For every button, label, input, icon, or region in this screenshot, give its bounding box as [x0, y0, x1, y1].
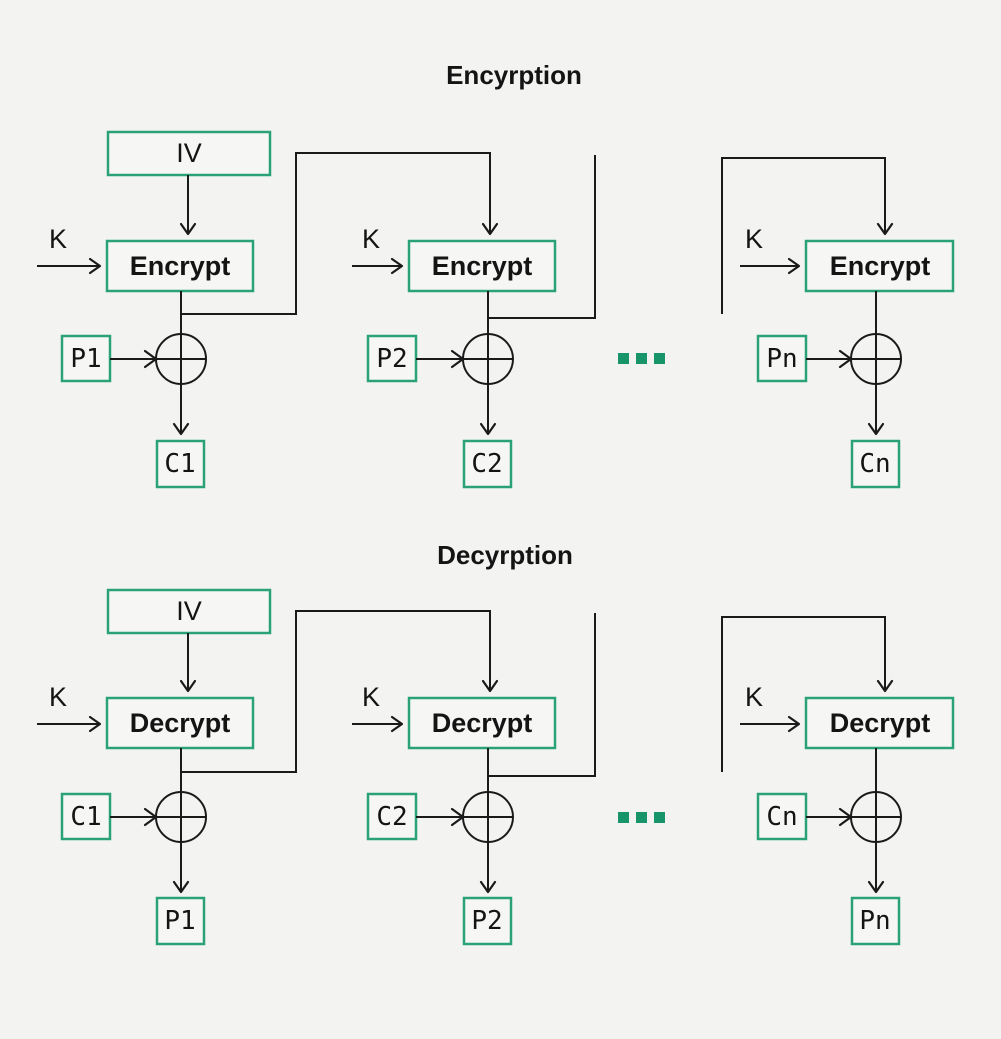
iv-box	[106, 588, 272, 635]
feedback-line-into-blockn	[721, 616, 894, 772]
encrypt-box	[804, 239, 955, 293]
plaintext-label: P2	[471, 906, 502, 936]
plaintext-label: P1	[70, 344, 101, 374]
plaintext-label: Pn	[859, 906, 890, 936]
ellipsis-dot	[654, 812, 665, 823]
ciphertext-label: C1	[164, 449, 195, 479]
iv-box	[106, 130, 272, 177]
ciphertext-box	[850, 439, 901, 489]
ellipsis-dot	[618, 353, 629, 364]
decrypt-box	[407, 696, 557, 750]
ellipsis-dot	[636, 812, 647, 823]
plaintext-box	[60, 334, 112, 383]
encryption-block-2: K Encrypt P2 C2	[352, 224, 557, 489]
plaintext-box	[155, 896, 206, 946]
decrypt-box	[804, 696, 955, 750]
ellipsis-dot	[654, 353, 665, 364]
plaintext-box	[756, 334, 808, 383]
decrypt-box	[105, 696, 255, 750]
ciphertext-label: Cn	[766, 802, 797, 832]
plaintext-box	[850, 896, 901, 946]
encryption-diagram: Encyrption IV K Encrypt P1 C1 K	[37, 60, 955, 489]
ciphertext-box	[756, 792, 808, 841]
iv-label: IV	[176, 596, 202, 626]
arrowhead-icon	[143, 807, 158, 827]
ciphertext-label: Cn	[859, 449, 890, 479]
ellipsis-icon	[618, 353, 665, 364]
key-label: K	[362, 224, 380, 254]
feedback-line-block1-to-block2	[181, 152, 499, 315]
arrowhead-icon	[450, 349, 465, 369]
encrypt-label: Encrypt	[432, 251, 533, 281]
ciphertext-label: C2	[471, 449, 502, 479]
ciphertext-box	[60, 792, 112, 841]
ciphertext-label: C2	[376, 802, 407, 832]
plaintext-box	[462, 896, 513, 946]
plaintext-label: P1	[164, 906, 195, 936]
arrowhead-icon	[838, 807, 853, 827]
decrypt-label: Decrypt	[830, 708, 931, 738]
decryption-block-2: K Decrypt C2 P2	[352, 682, 557, 946]
plaintext-label: Pn	[766, 344, 797, 374]
decryption-block-1: K Decrypt C1 P1	[37, 682, 255, 946]
feedback-line-block2-out	[488, 613, 596, 777]
key-label: K	[745, 682, 763, 712]
decryption-block-n: K Decrypt Cn Pn	[740, 682, 955, 946]
arrowhead-icon	[143, 349, 158, 369]
ellipsis-dot	[636, 353, 647, 364]
encrypt-label: Encrypt	[830, 251, 931, 281]
key-label: K	[49, 224, 67, 254]
encryption-block-n: K Encrypt Pn Cn	[740, 224, 955, 489]
decrypt-label: Decrypt	[130, 708, 231, 738]
plaintext-label: P2	[376, 344, 407, 374]
decryption-title: Decyrption	[437, 540, 573, 570]
ellipsis-dot	[618, 812, 629, 823]
feedback-line-block2-out	[488, 155, 596, 319]
ciphertext-box	[155, 439, 206, 489]
feedback-line-into-blockn	[721, 157, 894, 314]
key-label: K	[362, 682, 380, 712]
decrypt-label: Decrypt	[432, 708, 533, 738]
key-label: K	[49, 682, 67, 712]
encrypt-box	[407, 239, 557, 293]
ciphertext-label: C1	[70, 802, 101, 832]
feedback-line-block1-to-block2	[181, 610, 499, 773]
encryption-block-1: K Encrypt P1 C1	[37, 224, 255, 489]
ciphertext-box	[462, 439, 513, 489]
ellipsis-icon	[618, 812, 665, 823]
arrowhead-icon	[450, 807, 465, 827]
iv-label: IV	[176, 138, 202, 168]
arrowhead-icon	[838, 349, 853, 369]
encryption-title: Encyrption	[446, 60, 582, 90]
decryption-diagram: Decyrption IV K Decrypt C1 P1 K	[37, 540, 955, 946]
encrypt-label: Encrypt	[130, 251, 231, 281]
key-label: K	[745, 224, 763, 254]
plaintext-box	[366, 334, 418, 383]
